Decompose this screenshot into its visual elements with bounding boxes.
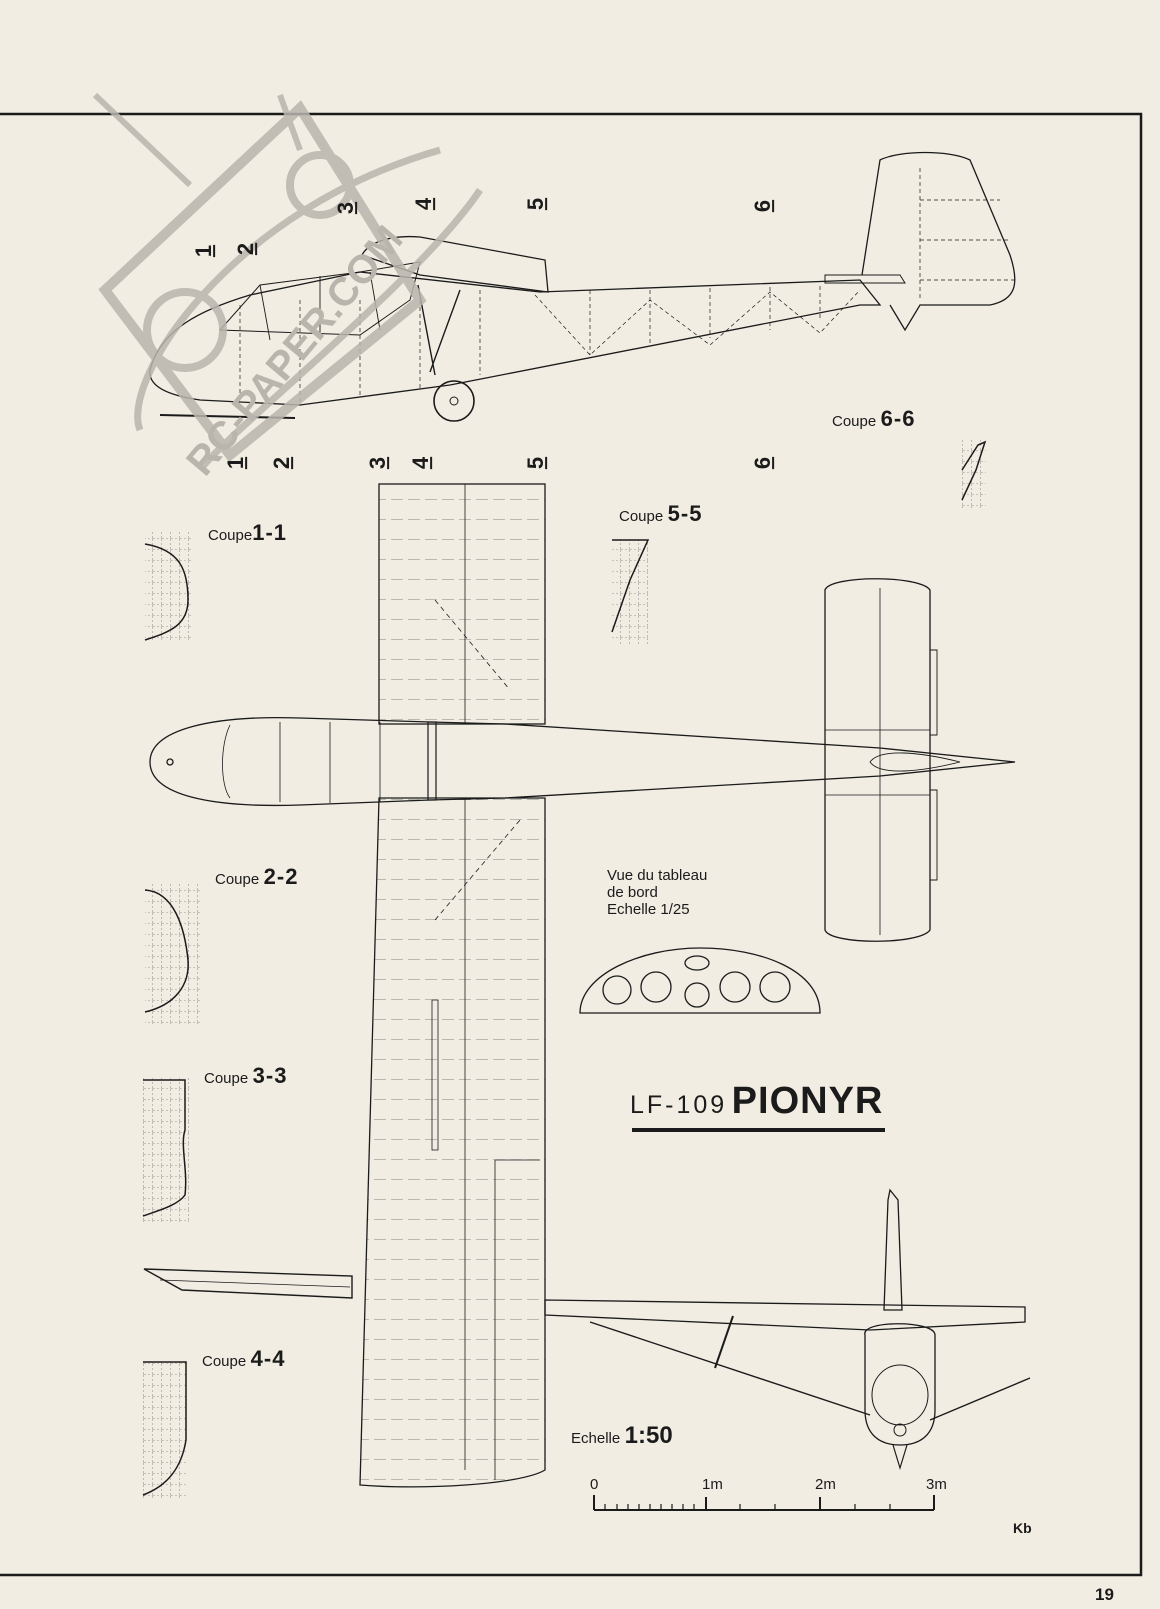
section-mark-4-top: 4 <box>411 197 437 211</box>
dashboard-note-line1: Vue du tableau <box>607 867 708 884</box>
label-coupe-1-1: Coupe1-1 <box>208 520 287 546</box>
section-mark-2-bottom: 2 <box>269 456 295 470</box>
tailplane-top <box>824 578 931 942</box>
section-mark-5-bottom: 5 <box>523 456 549 470</box>
fuselage-front <box>864 1323 936 1446</box>
title-prefix: LF-109 <box>630 1091 728 1119</box>
drawing-title: LF-109 PIONYR <box>630 1080 883 1123</box>
scale-tick-0: 0 <box>590 1476 599 1493</box>
section-mark-3-bottom: 3 <box>365 456 391 470</box>
coupe-word: Coupe <box>208 527 253 544</box>
landing-wheel <box>433 380 475 422</box>
front-view <box>544 1188 1031 1471</box>
section-mark-3-top: 3 <box>333 201 359 215</box>
section-2-2-profile <box>144 882 201 1024</box>
section-6-6-profile <box>961 440 987 510</box>
section-5-5-profile <box>611 539 650 646</box>
coupe-word: Coupe <box>215 871 260 888</box>
section-mark-1-top: 1 <box>191 244 217 258</box>
gauge-2 <box>640 971 672 1003</box>
gauge-5 <box>759 971 791 1003</box>
section-mark-6-bottom: 6 <box>750 456 776 470</box>
gauge-1 <box>602 975 632 1005</box>
coupe-number: 4-4 <box>250 1346 286 1371</box>
port-wing-top <box>378 483 546 725</box>
watermark-logo <box>92 92 483 473</box>
label-coupe-4-4: Coupe 4-4 <box>202 1346 285 1372</box>
wing-front <box>544 1299 1026 1331</box>
coupe-number: 6-6 <box>880 406 916 431</box>
scale-bar <box>593 1495 935 1511</box>
section-mark-2-top: 2 <box>233 242 259 256</box>
fin-rudder-side <box>861 151 1016 332</box>
coupe-number: 2-2 <box>263 864 299 889</box>
strut-front-right <box>929 1377 1031 1421</box>
scale-tick-3m: 3m <box>926 1476 947 1493</box>
section-mark-1-bottom: 1 <box>223 456 249 470</box>
strut-front-left <box>589 1321 871 1416</box>
label-coupe-2-2: Coupe 2-2 <box>215 864 298 890</box>
gauge-3 <box>684 982 710 1008</box>
page-number: 19 <box>1095 1585 1114 1604</box>
instrument-panel <box>579 947 821 1014</box>
coupe-number: 1-1 <box>252 520 287 545</box>
scale-tick-2m: 2m <box>815 1476 836 1493</box>
starboard-wing-top <box>359 797 546 1488</box>
tailplane-side <box>824 274 906 284</box>
section-4-4-profile <box>142 1361 188 1500</box>
coupe-word: Coupe <box>202 1353 247 1370</box>
scale-label: Echelle 1:50 <box>571 1422 673 1450</box>
drafter-signature: Kb <box>1013 1520 1032 1536</box>
top-view <box>149 483 1016 1488</box>
scale-tick-1m: 1m <box>702 1476 723 1493</box>
wing-root-side <box>361 235 549 293</box>
coupe-word: Coupe <box>204 1070 249 1087</box>
dashboard-note: Vue du tableau de bord Echelle 1/25 <box>607 867 707 918</box>
scale-word: Echelle <box>571 1430 621 1447</box>
title-underline <box>632 1128 885 1132</box>
coupe-word: Coupe <box>832 413 877 430</box>
coupe-word: Coupe <box>619 508 664 525</box>
dashboard-note-line2: de bord <box>607 884 658 901</box>
coupe-number: 5-5 <box>667 501 703 526</box>
scale-ratio: 1:50 <box>624 1422 673 1449</box>
fin-front <box>883 1188 903 1311</box>
section-1-1-profile <box>144 532 191 642</box>
label-coupe-6-6: Coupe 6-6 <box>832 406 915 432</box>
section-mark-4-bottom: 4 <box>408 456 434 470</box>
page-frame <box>0 112 1143 1577</box>
label-coupe-5-5: Coupe 5-5 <box>619 501 702 527</box>
wing-root-fairing-profile <box>143 1268 353 1299</box>
coupe-number: 3-3 <box>252 1063 288 1088</box>
section-mark-6-top: 6 <box>750 199 776 213</box>
compass <box>684 955 710 971</box>
label-coupe-3-3: Coupe 3-3 <box>204 1063 287 1089</box>
gauge-4 <box>719 971 751 1003</box>
dashboard-note-line3: Echelle 1/25 <box>607 901 690 918</box>
section-3-3-profile <box>142 1078 189 1222</box>
section-mark-5-top: 5 <box>523 197 549 211</box>
fuselage-top-outline <box>149 716 1016 807</box>
title-name: PIONYR <box>731 1080 884 1122</box>
